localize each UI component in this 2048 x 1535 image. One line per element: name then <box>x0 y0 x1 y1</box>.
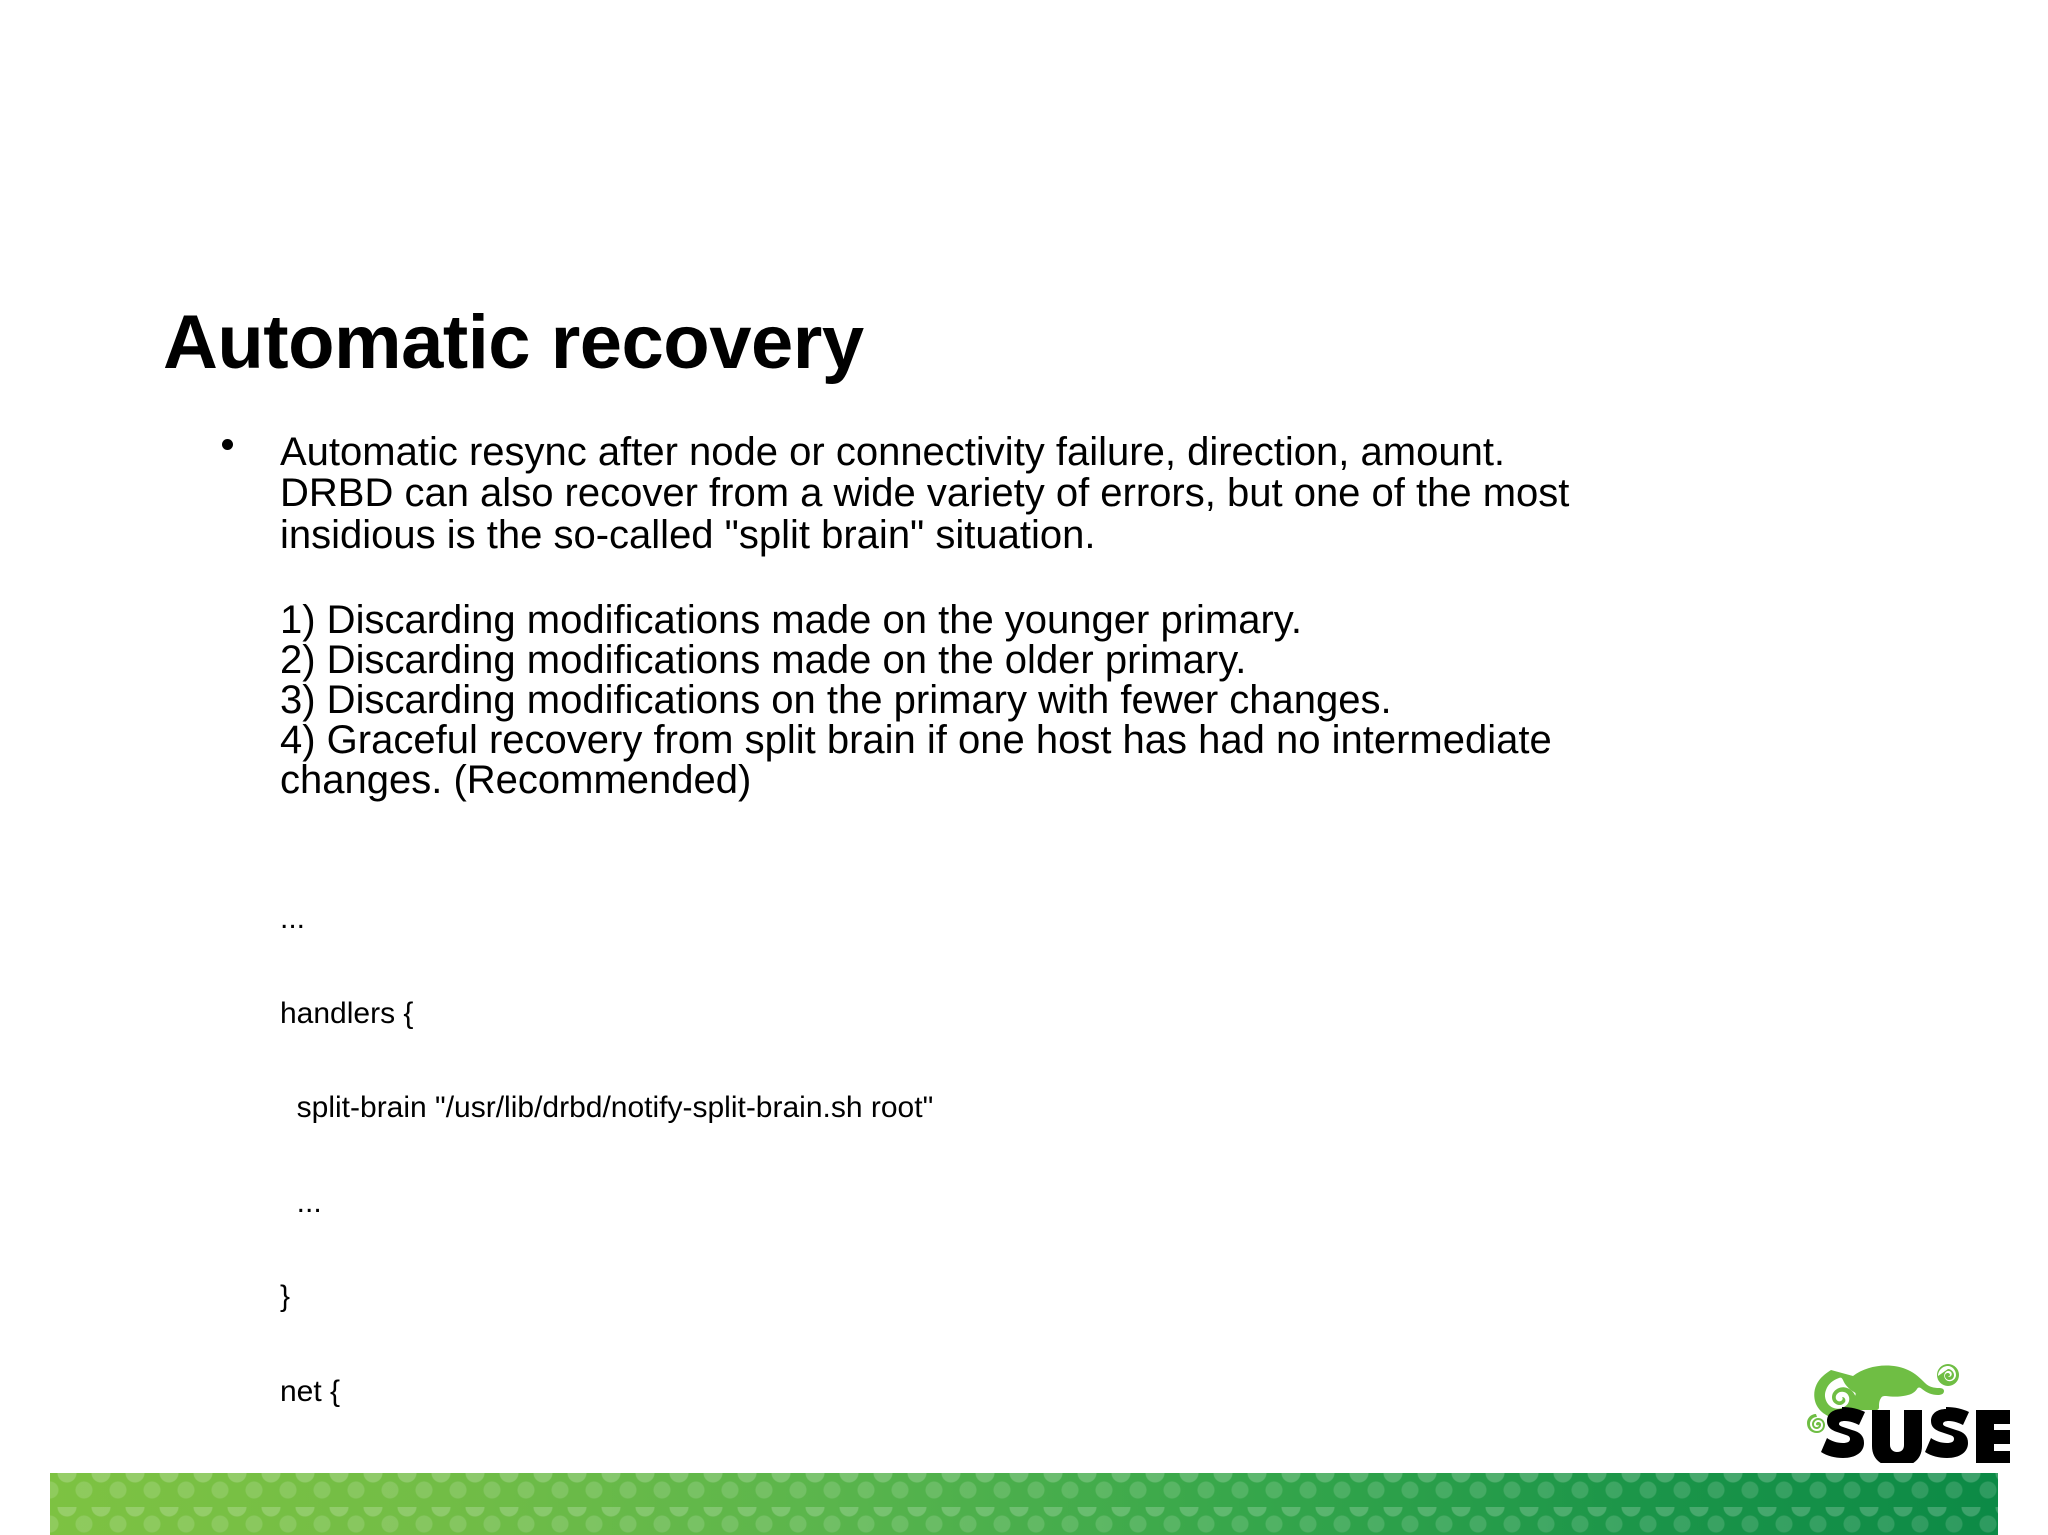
drbd-config-code-block: ... handlers { split-brain "/usr/lib/drb… <box>280 840 1850 1535</box>
suse-wordmark <box>1821 1407 2010 1463</box>
code-line: split-brain "/usr/lib/drbd/notify-split-… <box>280 1091 934 1125</box>
paragraph-spacer <box>280 556 1850 600</box>
numbered-options-list: 1) Discarding modifications made on the … <box>280 600 1850 800</box>
suse-logo <box>1795 1345 2010 1463</box>
bullet-dot-icon <box>222 438 233 450</box>
footer-green-bar <box>50 1473 1998 1535</box>
code-line: ... <box>280 1185 322 1219</box>
list-item: Automatic resync after node or connectiv… <box>210 430 1850 1535</box>
paragraph-line: Automatic resync after node or connectiv… <box>280 430 1506 474</box>
slide-content-body: Automatic resync after node or connectiv… <box>210 430 1850 1535</box>
numbered-line-1: 1) Discarding modifications made on the … <box>280 598 1302 643</box>
code-line: ... <box>280 902 306 936</box>
code-line: net { <box>280 1374 341 1408</box>
numbered-line-4: 4) Graceful recovery from split brain if… <box>280 718 1552 763</box>
code-spacer <box>280 800 1850 840</box>
numbered-line-2: 2) Discarding modifications made on the … <box>280 638 1247 683</box>
paragraph-line: DRBD can also recover from a wide variet… <box>280 471 1570 516</box>
numbered-line-4-cont: changes. (Recommended) <box>280 758 752 803</box>
paragraph-line: insidious is the so-called "split brain"… <box>280 512 1096 557</box>
code-line: } <box>280 1280 291 1314</box>
chameleon-icon <box>1807 1364 1959 1433</box>
intro-paragraph: Automatic resync after node or connectiv… <box>280 430 1850 557</box>
numbered-line-3: 3) Discarding modifications on the prima… <box>280 678 1392 723</box>
code-line: handlers { <box>280 996 414 1030</box>
page-title: Automatic recovery <box>163 299 864 385</box>
